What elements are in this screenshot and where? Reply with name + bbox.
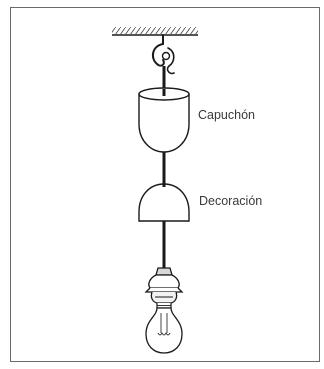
label-decoracion: Decoración [199,194,263,208]
lamp-socket [144,267,184,304]
label-capuchon: Capuchón [198,108,255,122]
decoration-cover [138,182,190,222]
ceiling [112,27,198,36]
light-bulb [145,303,183,354]
ceiling-hook [151,34,175,75]
canopy [138,87,190,153]
